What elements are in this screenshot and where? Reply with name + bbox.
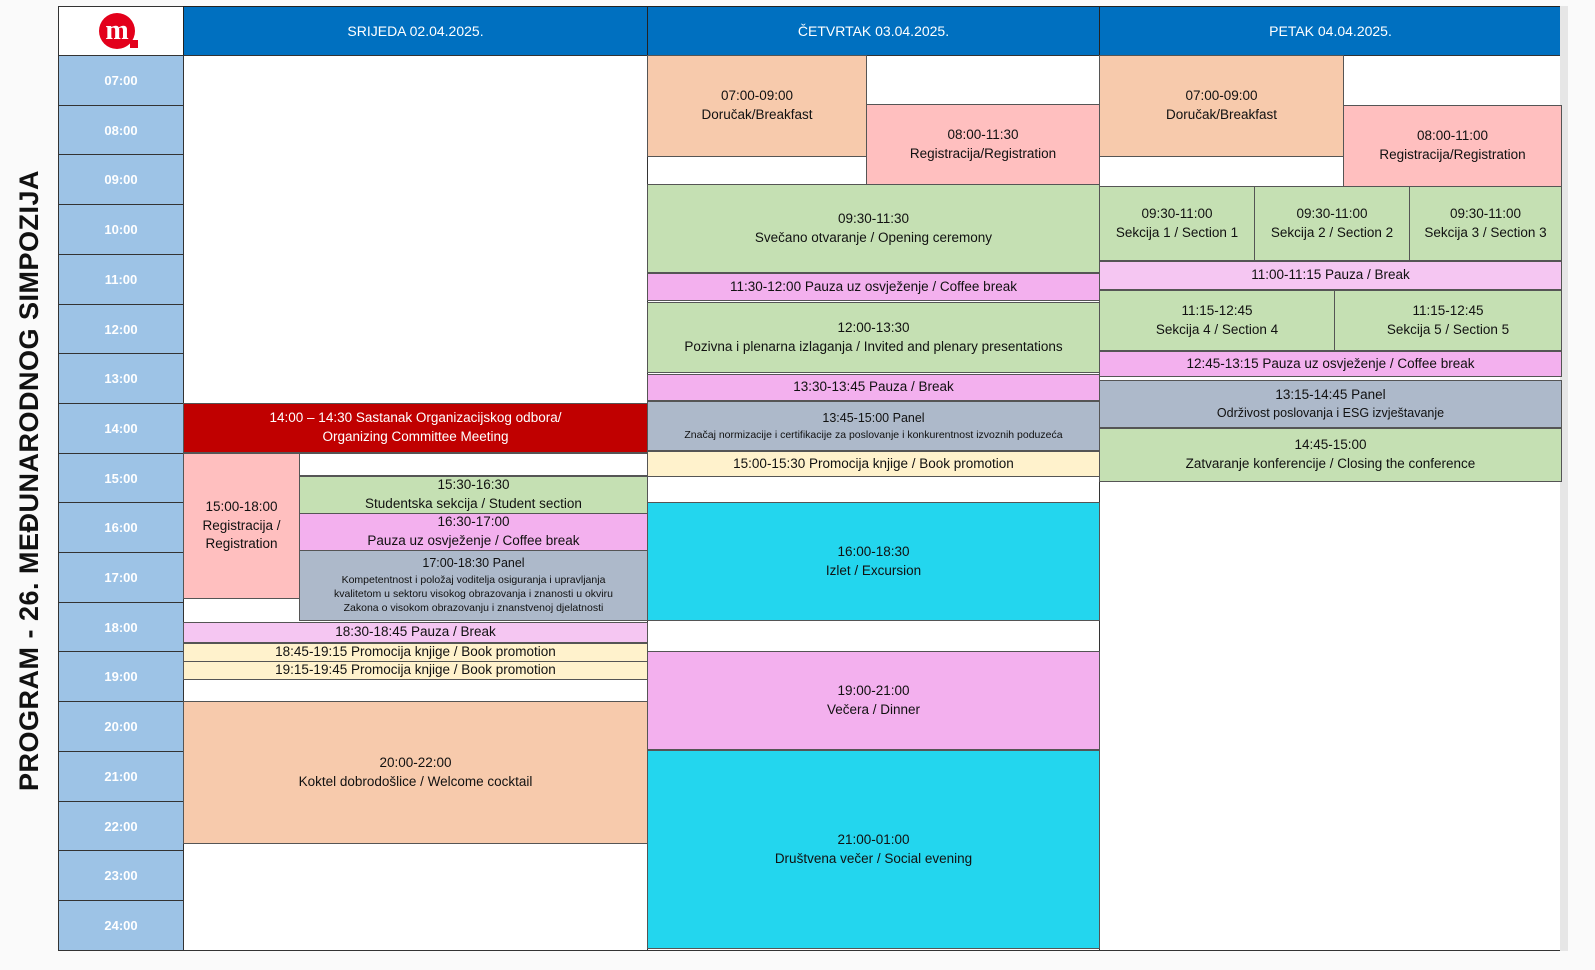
event-book-promotion: 19:15-19:45 Promocija knjige / Book prom… xyxy=(183,661,648,680)
time-label: 07:00 xyxy=(104,73,138,88)
time-label: 10:00 xyxy=(104,222,138,237)
time-label: 08:00 xyxy=(104,122,138,138)
day-header-wednesday: SRIJEDA 02.04.2025. xyxy=(183,6,648,56)
event-coffee-break: 11:30-12:00 Pauza uz osvježenje / Coffee… xyxy=(647,273,1100,301)
time-label: 24:00 xyxy=(104,918,138,933)
empty-slot xyxy=(299,453,648,476)
time-label: 09:00 xyxy=(104,172,138,187)
time-slot: 07:00 xyxy=(58,55,184,106)
time-slot: 24:00 xyxy=(58,900,184,951)
event-panel-esg: 13:15-14:45 Panel Održivost poslovanja i… xyxy=(1099,380,1562,428)
day-header-thursday: ČETVRTAK 03.04.2025. xyxy=(647,6,1100,56)
time-slot: 10:00 xyxy=(58,204,184,255)
day-label: SRIJEDA 02.04.2025. xyxy=(347,23,484,39)
time-slot: 16:00 xyxy=(58,502,184,553)
time-slot: 20:00 xyxy=(58,701,184,752)
time-slot: 15:00 xyxy=(58,453,184,503)
time-label: 23:00 xyxy=(104,868,138,883)
day-header-friday: PETAK 04.04.2025. xyxy=(1099,6,1562,56)
time-label: 19:00 xyxy=(104,669,138,684)
day-label: PETAK 04.04.2025. xyxy=(1269,23,1392,39)
time-label: 12:00 xyxy=(104,321,138,337)
time-label: 14:00 xyxy=(104,421,138,436)
time-slot: 12:00 xyxy=(58,304,184,354)
time-slot: 19:00 xyxy=(58,651,184,702)
logo-letter: m xyxy=(105,15,128,46)
time-label: 17:00 xyxy=(104,570,138,585)
event-committee-meeting: 14:00 – 14:30 Sastanak Organizacijskog o… xyxy=(183,403,648,453)
time-label: 22:00 xyxy=(104,818,138,834)
time-slot: 11:00 xyxy=(58,254,184,305)
time-slot: 18:00 xyxy=(58,602,184,652)
day-label: ČETVRTAK 03.04.2025. xyxy=(797,23,950,39)
time-slot: 17:00 xyxy=(58,552,184,603)
time-label: 16:00 xyxy=(104,520,138,535)
time-slot: 22:00 xyxy=(58,801,184,851)
time-label: 20:00 xyxy=(104,719,138,734)
time-slot: 08:00 xyxy=(58,105,184,155)
program-title: PROGRAM - 26. MEĐUNARODNOG SIMPOZIJA xyxy=(14,169,45,792)
event-panel-standardization: 13:45-15:00 Panel Značaj normizacije i c… xyxy=(647,401,1100,451)
event-coffee-break: 12:45-13:15 Pauza uz osvježenje / Coffee… xyxy=(1099,351,1562,377)
time-label: 21:00 xyxy=(104,769,138,784)
sheet-edge xyxy=(1560,6,1568,951)
event-break: 13:30-13:45 Pauza / Break xyxy=(647,374,1100,401)
time-slot: 09:00 xyxy=(58,154,184,205)
time-slot: 13:00 xyxy=(58,353,184,404)
time-label: 13:00 xyxy=(104,371,138,386)
time-label: 11:00 xyxy=(104,272,138,287)
program-side-title: PROGRAM - 26. MEĐUNARODNOG SIMPOZIJA xyxy=(8,8,52,953)
event-book-promotion: 18:45-19:15 Promocija knjige / Book prom… xyxy=(183,643,648,662)
time-label: 15:00 xyxy=(104,470,138,486)
event-panel-quality: 17:00-18:30 Panel Kompetentnost i položa… xyxy=(299,550,648,621)
time-label: 18:00 xyxy=(104,619,138,635)
event-book-promotion: 15:00-15:30 Promocija knjige / Book prom… xyxy=(647,451,1100,477)
logo-icon: m xyxy=(99,13,138,49)
logo-cell: m xyxy=(58,6,184,56)
event-break: 18:30-18:45 Pauza / Break xyxy=(183,622,648,643)
event-break: 11:00-11:15 Pauza / Break xyxy=(1099,261,1562,290)
time-slot: 23:00 xyxy=(58,850,184,901)
time-slot: 21:00 xyxy=(58,751,184,802)
time-slot: 14:00 xyxy=(58,403,184,454)
